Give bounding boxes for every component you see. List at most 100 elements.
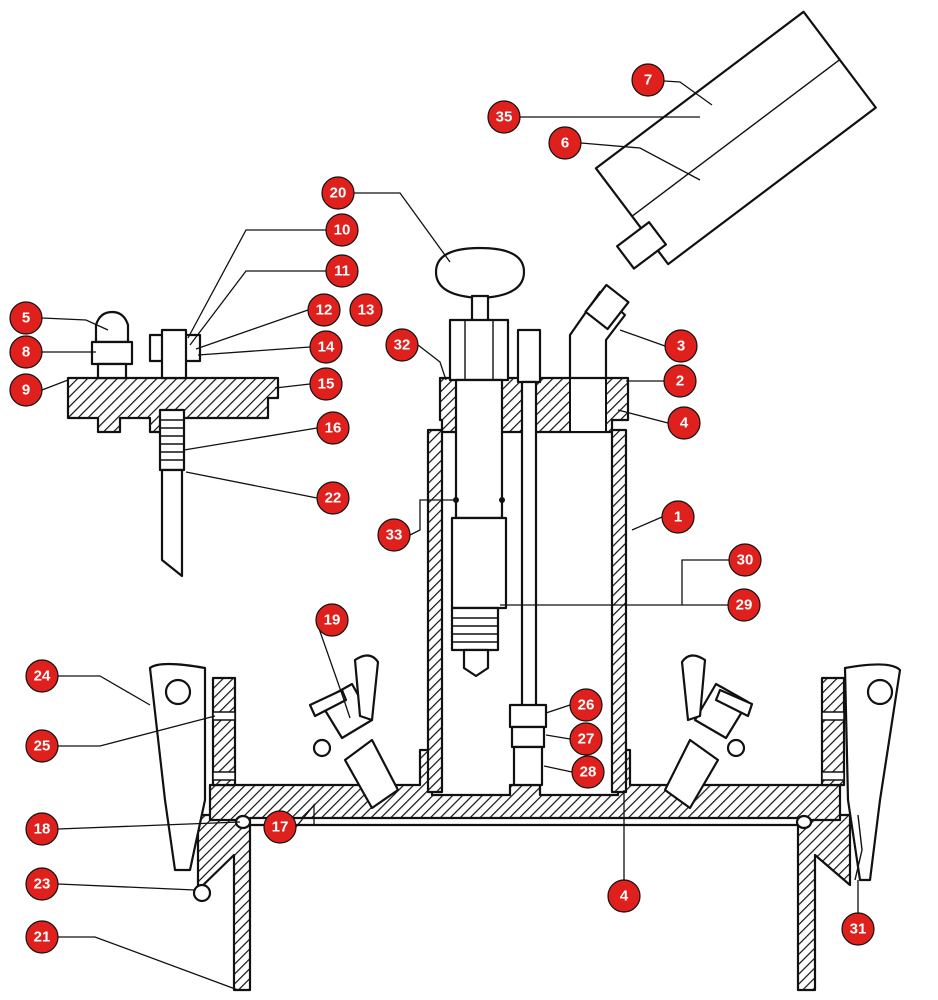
callout-8: 8 <box>9 335 43 369</box>
clamp-pin-right <box>866 678 894 706</box>
callout-4a: 4 <box>667 406 701 440</box>
rod-nut-top <box>516 328 542 384</box>
svg-text:28: 28 <box>580 764 597 781</box>
rod-nut-bottom <box>512 745 544 787</box>
callout-10: 10 <box>325 213 359 247</box>
rod-washer <box>510 725 546 749</box>
gauge-fitting <box>584 283 630 331</box>
callout-5: 5 <box>9 301 43 335</box>
svg-text:1: 1 <box>674 509 682 526</box>
callout-30: 30 <box>728 543 762 577</box>
clamp-spring-right <box>854 814 863 881</box>
detail-inset <box>66 310 280 578</box>
callout-21: 21 <box>25 920 59 954</box>
svg-text:31: 31 <box>850 921 867 938</box>
svg-text:11: 11 <box>334 263 350 280</box>
svg-text:9: 9 <box>22 382 30 399</box>
clamp-arm-left <box>148 662 207 872</box>
plunger-head <box>448 318 510 382</box>
gasket-ring-right <box>795 814 813 830</box>
svg-text:4: 4 <box>680 415 689 432</box>
svg-text:23: 23 <box>34 876 51 893</box>
callout-23: 23 <box>25 867 59 901</box>
svg-text:12: 12 <box>316 302 333 319</box>
callout-15: 15 <box>309 367 343 401</box>
detail-fitting-nut <box>90 340 134 366</box>
callout-28: 28 <box>571 755 605 789</box>
callout-4b: 4 <box>607 879 641 913</box>
detail-fitting-cap <box>94 310 130 344</box>
gauge-body <box>594 10 877 270</box>
plunger-nozzle <box>462 648 490 678</box>
svg-text:16: 16 <box>325 420 342 437</box>
callout-26: 26 <box>569 688 603 722</box>
valve-left <box>308 654 400 810</box>
callout-22: 22 <box>316 481 350 515</box>
callout-11: 11 <box>325 254 359 288</box>
plunger-tube <box>450 516 508 610</box>
callout-7: 7 <box>631 63 665 97</box>
vessel-assembly <box>148 10 902 992</box>
callout-16: 16 <box>316 411 350 445</box>
svg-text:3: 3 <box>677 338 685 355</box>
callout-13: 13 <box>349 293 383 327</box>
plunger-ribbed-tip <box>450 606 500 652</box>
svg-text:29: 29 <box>736 597 753 614</box>
callout-29: 29 <box>727 588 761 622</box>
vessel-right-wall <box>796 813 852 992</box>
svg-text:13: 13 <box>358 302 375 319</box>
svg-text:30: 30 <box>737 552 754 569</box>
vessel-left-wall <box>196 813 252 992</box>
right-collar <box>820 676 846 787</box>
callout-18: 18 <box>25 812 59 846</box>
callout-14: 14 <box>309 330 343 364</box>
callout-3: 3 <box>664 329 698 363</box>
callout-31: 31 <box>841 912 875 946</box>
svg-text:5: 5 <box>22 310 30 327</box>
svg-text:32: 32 <box>394 337 411 354</box>
callout-17: 17 <box>263 810 297 844</box>
svg-text:26: 26 <box>578 697 595 714</box>
callout-6: 6 <box>548 126 582 160</box>
cylinder-right-wall <box>610 428 628 794</box>
svg-text:21: 21 <box>34 929 51 946</box>
svg-text:22: 22 <box>325 490 342 507</box>
callout-33: 33 <box>377 518 411 552</box>
clamp-pin-left <box>164 678 192 706</box>
plunger-knob <box>434 246 526 300</box>
svg-text:15: 15 <box>318 376 335 393</box>
svg-text:19: 19 <box>324 612 341 629</box>
detail-fitting-base <box>96 362 128 380</box>
left-collar <box>211 676 237 787</box>
detail-flange <box>66 376 280 434</box>
svg-text:2: 2 <box>676 373 684 390</box>
svg-text:27: 27 <box>578 731 595 748</box>
svg-text:25: 25 <box>34 738 51 755</box>
plunger-neck <box>470 294 490 324</box>
detail-threaded-stud <box>158 408 186 472</box>
svg-text:8: 8 <box>22 344 30 361</box>
rod-bushing <box>508 703 548 729</box>
svg-text:17: 17 <box>272 819 289 836</box>
svg-text:4: 4 <box>620 888 629 905</box>
detail-bolt-head <box>160 328 188 380</box>
callouts: 1 2 3 4 4 5 6 7 8 9 10 11 12 13 14 15 16… <box>9 63 875 954</box>
clamp-hook-left <box>192 883 212 903</box>
callout-35: 35 <box>487 100 521 134</box>
svg-text:14: 14 <box>318 339 335 356</box>
cylinder-left-wall <box>426 428 444 794</box>
svg-text:10: 10 <box>334 222 351 239</box>
callout-9: 9 <box>9 373 43 407</box>
callout-1: 1 <box>661 500 695 534</box>
svg-text:33: 33 <box>386 527 403 544</box>
callout-32: 32 <box>385 328 419 362</box>
detail-probe <box>160 468 184 578</box>
callout-25: 25 <box>25 729 59 763</box>
callout-19: 19 <box>315 603 349 637</box>
callout-24: 24 <box>25 659 59 693</box>
leader-lines <box>41 79 859 991</box>
svg-text:35: 35 <box>496 109 513 126</box>
callout-2: 2 <box>663 364 697 398</box>
callout-12: 12 <box>307 293 341 327</box>
